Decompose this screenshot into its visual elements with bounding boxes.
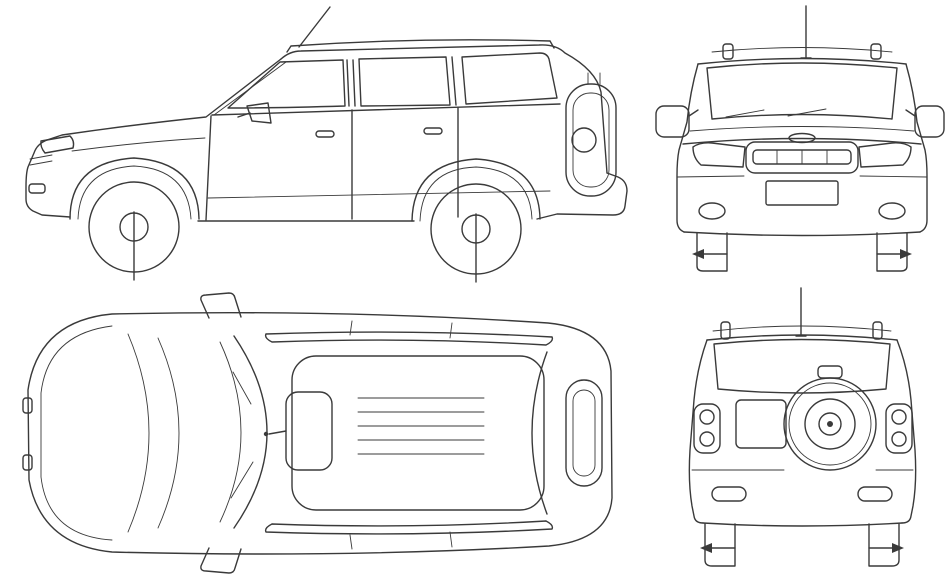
roof-rails <box>264 331 554 535</box>
roof-rack <box>711 43 893 60</box>
right-reflector <box>857 486 893 502</box>
license-plate <box>765 180 839 206</box>
rear-wheel-arch <box>411 158 541 222</box>
top-view <box>22 292 613 574</box>
roof-rack <box>712 321 892 340</box>
front-end-details <box>28 135 75 194</box>
roof-ribs <box>357 397 485 455</box>
left-mirror <box>655 105 699 138</box>
rear-wheel <box>430 183 522 283</box>
left-fog-lamp <box>698 202 726 220</box>
door-seams <box>205 107 459 221</box>
body-outline <box>676 57 928 237</box>
body-outline <box>27 311 613 555</box>
top-left-mirror <box>200 292 242 319</box>
license-plate <box>735 399 787 449</box>
antenna-icon <box>800 5 812 59</box>
rear-door-handle <box>423 127 443 135</box>
spare-wheel-top <box>565 379 603 487</box>
front-wheel <box>88 181 180 281</box>
grille <box>745 141 859 174</box>
body-outline <box>25 44 628 222</box>
spare-wheel-rear <box>783 365 877 471</box>
body-outline <box>688 334 917 527</box>
right-headlight <box>858 142 912 168</box>
antenna-icon <box>298 6 331 48</box>
door-seam-ticks <box>349 320 453 550</box>
antenna-icon <box>795 287 807 337</box>
spare-wheel-side <box>565 72 617 197</box>
side-mirror <box>237 102 272 124</box>
windshield <box>706 62 898 120</box>
windshield-arc <box>233 335 268 529</box>
bottom-left-mirror <box>200 547 242 574</box>
side-windows <box>227 52 558 109</box>
right-mirror <box>905 105 945 138</box>
front-bumper-inner <box>40 325 113 541</box>
wipers <box>230 371 254 499</box>
left-reflector <box>711 486 747 502</box>
front-tires <box>696 232 908 272</box>
front-wheel-arch <box>69 157 200 220</box>
bumper-cutouts <box>22 397 33 471</box>
sunroof <box>263 391 333 471</box>
rear-tires <box>704 523 900 567</box>
front-door-handle <box>315 130 335 138</box>
front-view <box>655 5 945 272</box>
rear-window-arc <box>531 351 548 515</box>
side-view <box>25 6 628 283</box>
left-taillight <box>693 403 721 454</box>
hood-creases <box>127 333 180 533</box>
track-arrows <box>692 249 912 259</box>
rear-window <box>713 338 891 394</box>
cowl-arc <box>219 341 242 523</box>
right-fog-lamp <box>878 202 906 220</box>
left-headlight <box>692 142 746 168</box>
rear-view <box>688 287 917 567</box>
track-arrows <box>700 543 904 553</box>
roof-panel <box>291 355 545 511</box>
right-taillight <box>885 403 913 454</box>
